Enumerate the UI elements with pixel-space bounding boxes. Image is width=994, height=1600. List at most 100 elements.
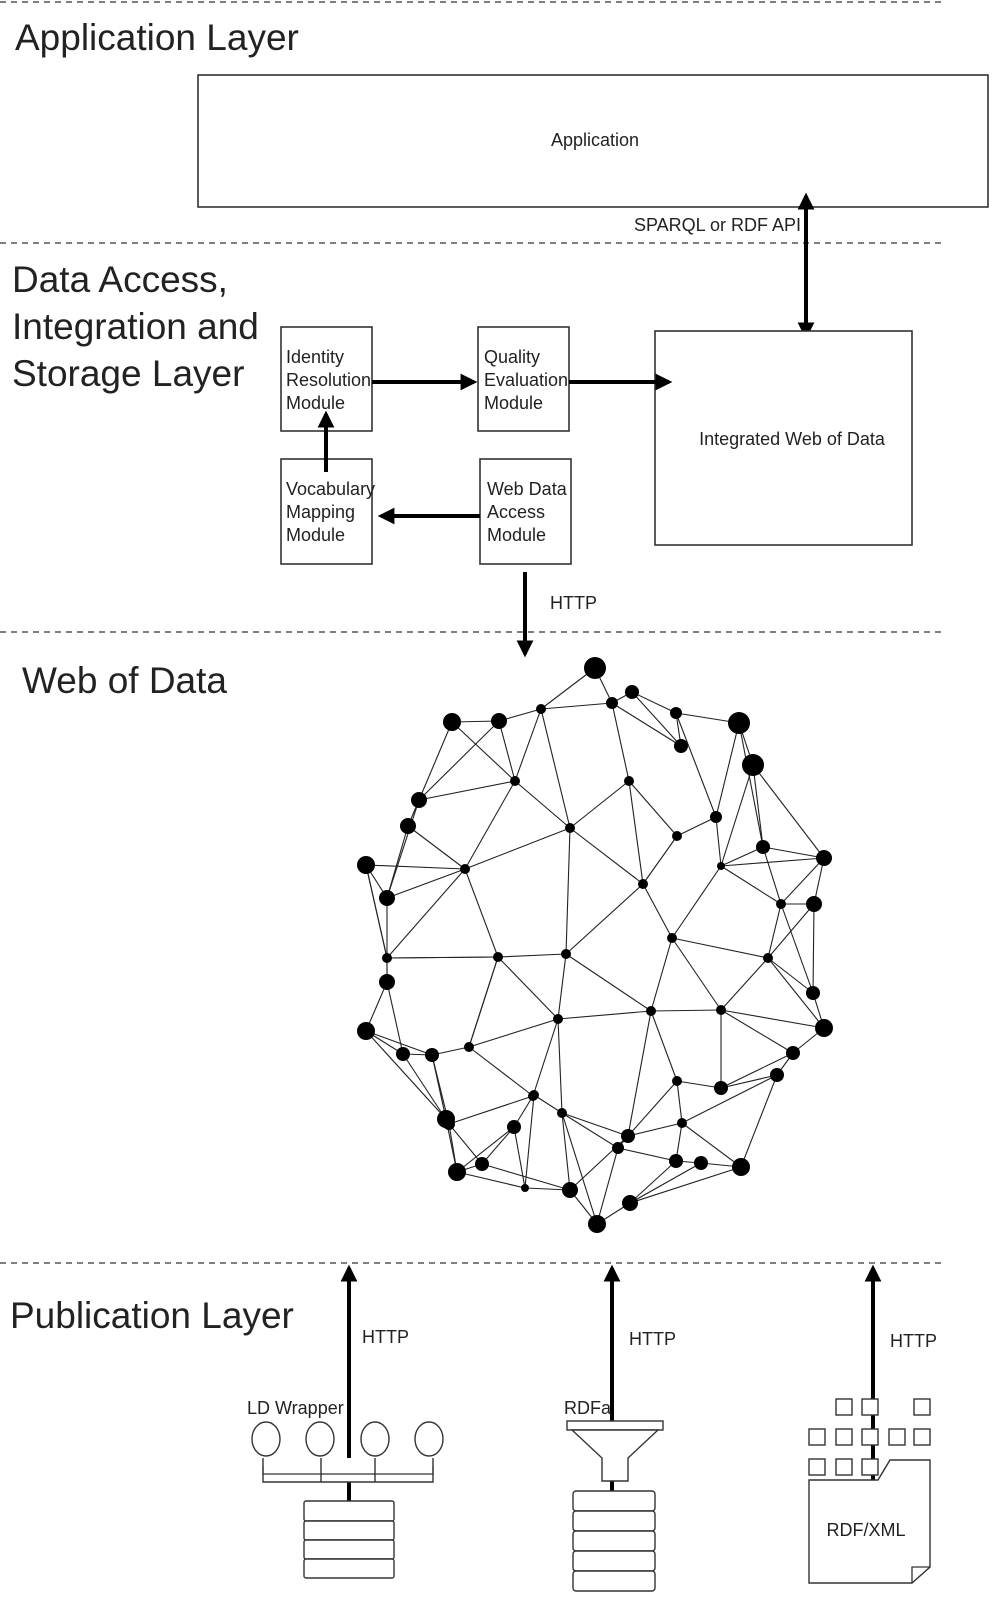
access-http-label: HTTP xyxy=(550,593,597,613)
network-edge xyxy=(464,780,516,870)
network-edge xyxy=(386,868,466,899)
network-edge xyxy=(596,1147,619,1225)
network-node xyxy=(806,986,820,1000)
network-node xyxy=(622,1195,638,1211)
network-edge xyxy=(532,1018,559,1097)
network-node xyxy=(672,1076,682,1086)
vocabulary-module-line-2: Mapping xyxy=(286,502,355,522)
network-edge xyxy=(642,883,673,939)
network-edge xyxy=(540,708,571,829)
network-edge xyxy=(681,1122,742,1168)
network-edge xyxy=(762,846,782,905)
layer-title-publication: Publication Layer xyxy=(10,1295,294,1336)
network-edge xyxy=(514,780,571,829)
network-edge xyxy=(557,1018,563,1114)
network-edge xyxy=(386,981,404,1055)
network-edge xyxy=(627,1010,652,1137)
network-edge xyxy=(561,1112,598,1225)
layer-title-web-of-data: Web of Data xyxy=(22,660,227,701)
network-edge xyxy=(627,1080,678,1137)
network-edge xyxy=(540,702,613,710)
network-edge xyxy=(456,1126,515,1173)
api-label: SPARQL or RDF API xyxy=(634,215,801,235)
network-node xyxy=(536,704,546,714)
network-node xyxy=(717,862,725,870)
network-node xyxy=(464,1042,474,1052)
network-node xyxy=(612,1142,624,1154)
network-edge xyxy=(451,721,516,782)
network-edge xyxy=(611,702,682,747)
network-edge xyxy=(365,1030,447,1120)
network-edge xyxy=(752,764,764,848)
network-edge xyxy=(498,720,516,782)
network-edge xyxy=(557,953,567,1020)
network-edge xyxy=(386,956,499,959)
network-edge xyxy=(418,721,453,801)
web-access-module-line-3: Module xyxy=(487,525,546,545)
network-node xyxy=(493,952,503,962)
network-node xyxy=(716,1005,726,1015)
rdfa-label: RDFa xyxy=(564,1398,612,1418)
network-edge xyxy=(513,1126,526,1189)
identity-module-line-3: Module xyxy=(286,393,345,413)
network-node xyxy=(396,1047,410,1061)
network-edge xyxy=(671,865,722,939)
ld-wrapper-label: LD Wrapper xyxy=(247,1398,344,1418)
network-node xyxy=(561,949,571,959)
layer-separators xyxy=(0,1,945,1264)
network-edge xyxy=(524,1094,535,1189)
layer-title-data-access-2: Integration and xyxy=(12,306,259,347)
network-edge xyxy=(780,857,825,905)
layer-title-application: Application Layer xyxy=(15,17,299,58)
application-box xyxy=(197,74,989,208)
network-node xyxy=(507,1120,521,1134)
network-node xyxy=(400,818,416,834)
network-edge xyxy=(561,1112,619,1149)
network-edge xyxy=(497,953,567,958)
network-edge xyxy=(752,764,825,859)
network-edge xyxy=(767,957,825,1029)
network-edge xyxy=(720,1052,794,1089)
network-edge xyxy=(812,903,815,994)
network-edge xyxy=(386,799,420,899)
network-edge xyxy=(720,1009,794,1054)
network-node xyxy=(742,754,764,776)
vocabulary-module-line-3: Module xyxy=(286,525,345,545)
network-edge xyxy=(611,702,630,782)
network-edge xyxy=(497,956,559,1020)
network-node xyxy=(667,933,677,943)
integrated-web-of-data-box xyxy=(654,330,913,546)
network-edge xyxy=(676,1080,722,1089)
network-node xyxy=(588,1215,606,1233)
network-edge xyxy=(767,903,782,959)
network-node xyxy=(557,1108,567,1118)
network-node xyxy=(728,712,750,734)
network-edge xyxy=(407,825,466,870)
network-edge xyxy=(565,953,652,1012)
rdfa-http-label: HTTP xyxy=(629,1329,676,1349)
network-node xyxy=(670,707,682,719)
network-node xyxy=(674,739,688,753)
network-node xyxy=(806,896,822,912)
quality-module-line-3: Module xyxy=(484,393,543,413)
network-node xyxy=(357,856,375,874)
network-node xyxy=(460,864,470,874)
network-edge xyxy=(671,937,722,1011)
network-node xyxy=(770,1068,784,1082)
network-edge xyxy=(456,1171,526,1189)
network-node xyxy=(553,1014,563,1024)
network-edge xyxy=(569,827,644,885)
network-node xyxy=(382,953,392,963)
network-edge xyxy=(650,937,673,1012)
network-node xyxy=(425,1048,439,1062)
network-node xyxy=(624,776,634,786)
network-node xyxy=(669,1154,683,1168)
network-edge xyxy=(631,691,682,747)
network-edge xyxy=(676,1080,683,1124)
network-edge xyxy=(629,1166,742,1204)
web-access-module-line-2: Access xyxy=(487,502,545,522)
network-node xyxy=(646,1006,656,1016)
network-edge xyxy=(533,1094,563,1114)
network-edge xyxy=(642,835,678,885)
